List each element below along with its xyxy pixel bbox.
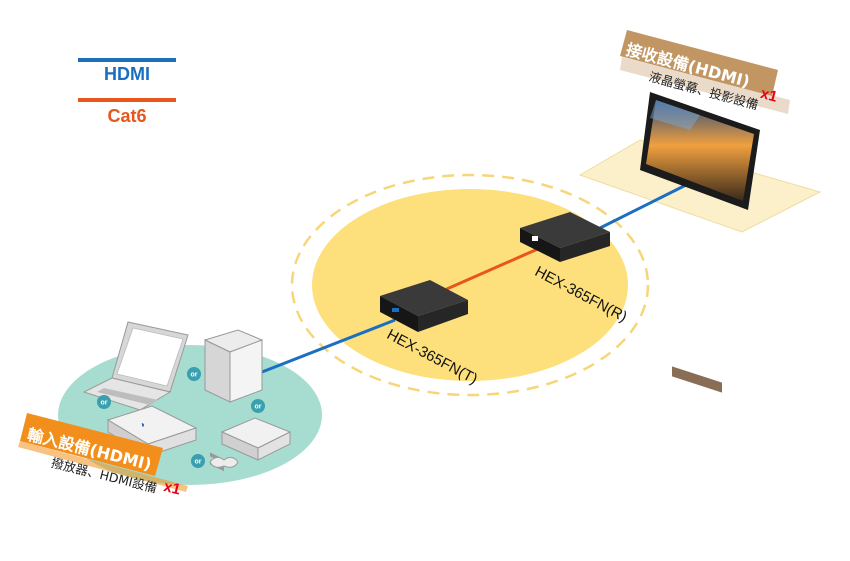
or-badge: or	[191, 454, 205, 468]
hdmi-cable-output	[599, 181, 691, 230]
transmitter-device	[380, 280, 468, 332]
svg-text:or: or	[195, 459, 202, 466]
cat6-cable	[439, 246, 541, 294]
game-console-device	[209, 417, 292, 468]
receiver-device	[520, 212, 610, 262]
svg-text:◗: ◗	[139, 419, 147, 430]
extender-zone-dashed-ring	[290, 173, 650, 397]
output-tag-background	[620, 30, 778, 96]
input-tag-background	[20, 413, 163, 476]
monitor-device	[640, 92, 760, 393]
or-badge: or	[251, 399, 265, 413]
legend-cat6-label: Cat6	[107, 106, 147, 126]
input-tag-underline	[18, 441, 188, 492]
svg-text:or: or	[191, 372, 198, 379]
or-badge: or	[187, 367, 201, 381]
svg-text:or: or	[101, 400, 108, 407]
or-badge: or	[97, 395, 111, 409]
hdmi-cable-input	[261, 318, 396, 374]
laptop-device	[82, 321, 189, 411]
output-tag-underline	[620, 57, 790, 114]
svg-text:or: or	[255, 404, 262, 411]
legend-hdmi-label: HDMI	[104, 64, 150, 84]
